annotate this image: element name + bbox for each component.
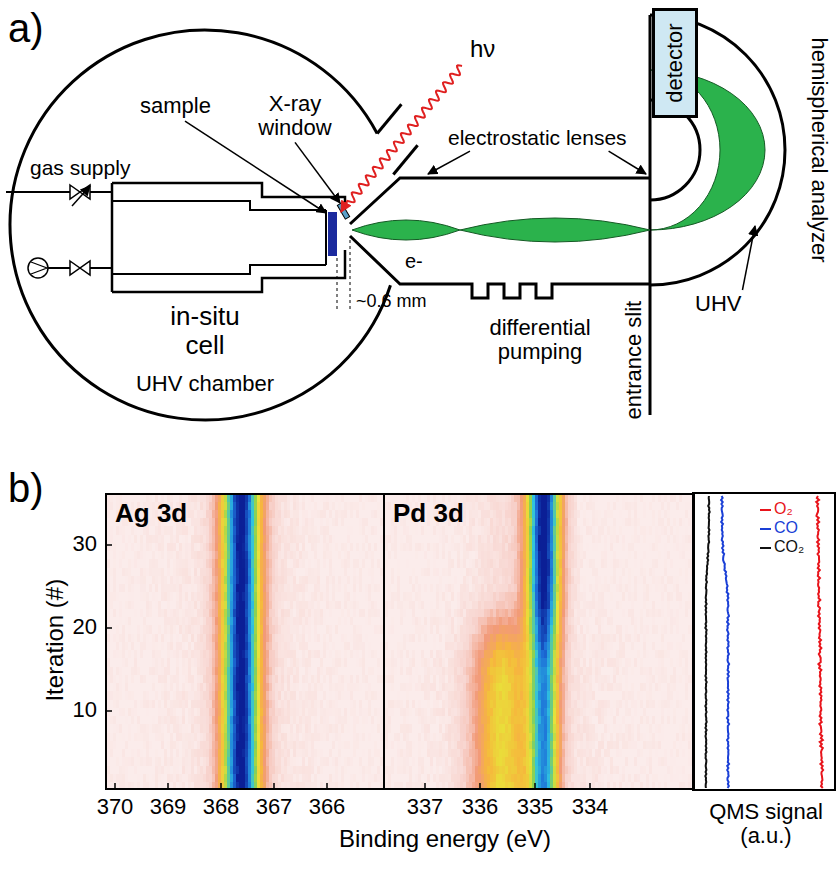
- figure-stage: UHV chamberdetectorAg 3dPd 3da)hνX-ray w…: [0, 0, 839, 879]
